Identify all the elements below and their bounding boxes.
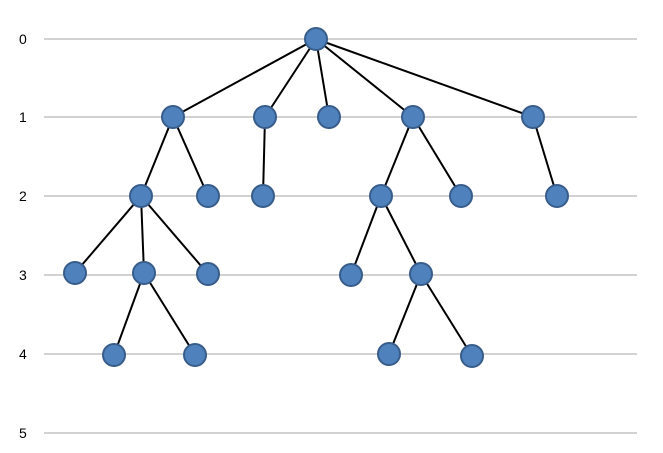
level-label-2: 2 bbox=[19, 188, 27, 204]
edge-n9-n15 bbox=[350, 195, 382, 276]
edge-n0-n5 bbox=[315, 38, 534, 118]
tree-node-n0-level-0 bbox=[304, 27, 328, 51]
tree-node-n7-level-2 bbox=[196, 184, 220, 208]
tree-node-n10-level-2 bbox=[449, 184, 473, 208]
tree-node-n18-level-4 bbox=[183, 343, 207, 367]
edge-n0-n2 bbox=[264, 38, 317, 118]
tree-node-n15-level-3 bbox=[339, 263, 363, 287]
edge-n4-n10 bbox=[412, 116, 462, 197]
edge-n6-n12 bbox=[74, 195, 142, 274]
edge-n9-n16 bbox=[380, 195, 422, 275]
edge-n2-n8 bbox=[262, 116, 266, 197]
edge-n5-n11 bbox=[532, 116, 558, 197]
tree-node-n17-level-4 bbox=[102, 343, 126, 367]
tree-node-n11-level-2 bbox=[545, 184, 569, 208]
tree-node-n14-level-3 bbox=[196, 262, 220, 286]
edge-n16-n19 bbox=[388, 273, 422, 355]
edge-n1-n6 bbox=[140, 116, 174, 197]
edge-n16-n20 bbox=[420, 273, 473, 357]
edge-n6-n14 bbox=[140, 195, 209, 275]
level-labels: 0 1 2 3 4 5 bbox=[19, 31, 27, 441]
tree-node-n9-level-2 bbox=[369, 184, 393, 208]
level-lines bbox=[44, 38, 637, 434]
tree-node-n5-level-1 bbox=[521, 105, 545, 129]
edge-n13-n17 bbox=[113, 272, 145, 356]
level-label-4: 4 bbox=[19, 346, 27, 362]
tree-node-n16-level-3 bbox=[409, 262, 433, 286]
tree-node-n1-level-1 bbox=[161, 105, 185, 129]
edge-n4-n9 bbox=[380, 116, 414, 197]
tree-node-n19-level-4 bbox=[377, 342, 401, 366]
level-label-0: 0 bbox=[19, 31, 27, 47]
tree-node-n6-level-2 bbox=[129, 184, 153, 208]
edge-n13-n18 bbox=[143, 272, 196, 356]
tree-node-n2-level-1 bbox=[253, 105, 277, 129]
level-label-5: 5 bbox=[19, 425, 27, 441]
tree-node-n4-level-1 bbox=[401, 105, 425, 129]
tree-node-n12-level-3 bbox=[63, 261, 87, 285]
tree-node-n8-level-2 bbox=[251, 184, 275, 208]
tree-node-n20-level-4 bbox=[460, 344, 484, 368]
level-label-3: 3 bbox=[19, 267, 27, 283]
edge-n6-n13 bbox=[140, 195, 145, 274]
edge-n0-n1 bbox=[172, 38, 317, 118]
edge-n0-n3 bbox=[315, 38, 330, 118]
tree-nodes bbox=[63, 27, 569, 368]
edge-n0-n4 bbox=[315, 38, 414, 118]
tree-edges bbox=[74, 38, 558, 357]
edge-n1-n7 bbox=[172, 116, 209, 197]
level-label-1: 1 bbox=[19, 109, 27, 125]
tree-node-n3-level-1 bbox=[317, 105, 341, 129]
tree-node-n13-level-3 bbox=[132, 261, 156, 285]
